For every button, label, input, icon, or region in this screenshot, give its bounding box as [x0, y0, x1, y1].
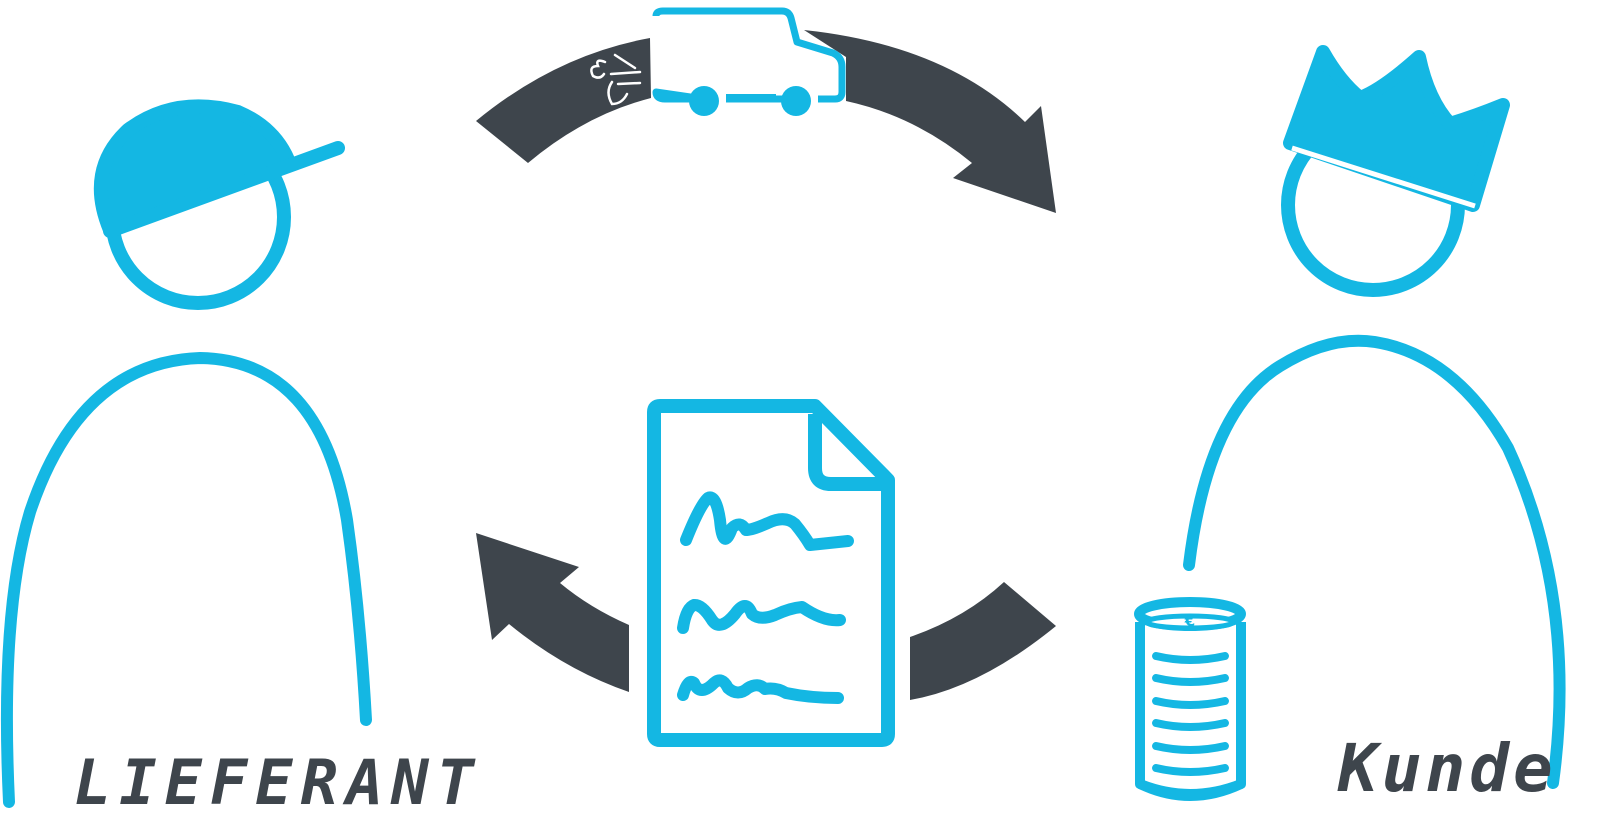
supplier-label: LIEFERANT [74, 746, 482, 819]
person-with-cap-icon [0, 99, 372, 808]
payment-arrow [476, 533, 1056, 700]
delivery-arrow [476, 30, 1056, 213]
person-with-crown-icon [1183, 45, 1566, 789]
delivery-truck-icon [590, 7, 846, 116]
coin-stack-icon: € [1134, 597, 1246, 801]
invoice-document-icon [647, 399, 895, 747]
customer-label: Kunde [1338, 730, 1557, 807]
coin-symbol: € [1184, 612, 1195, 630]
